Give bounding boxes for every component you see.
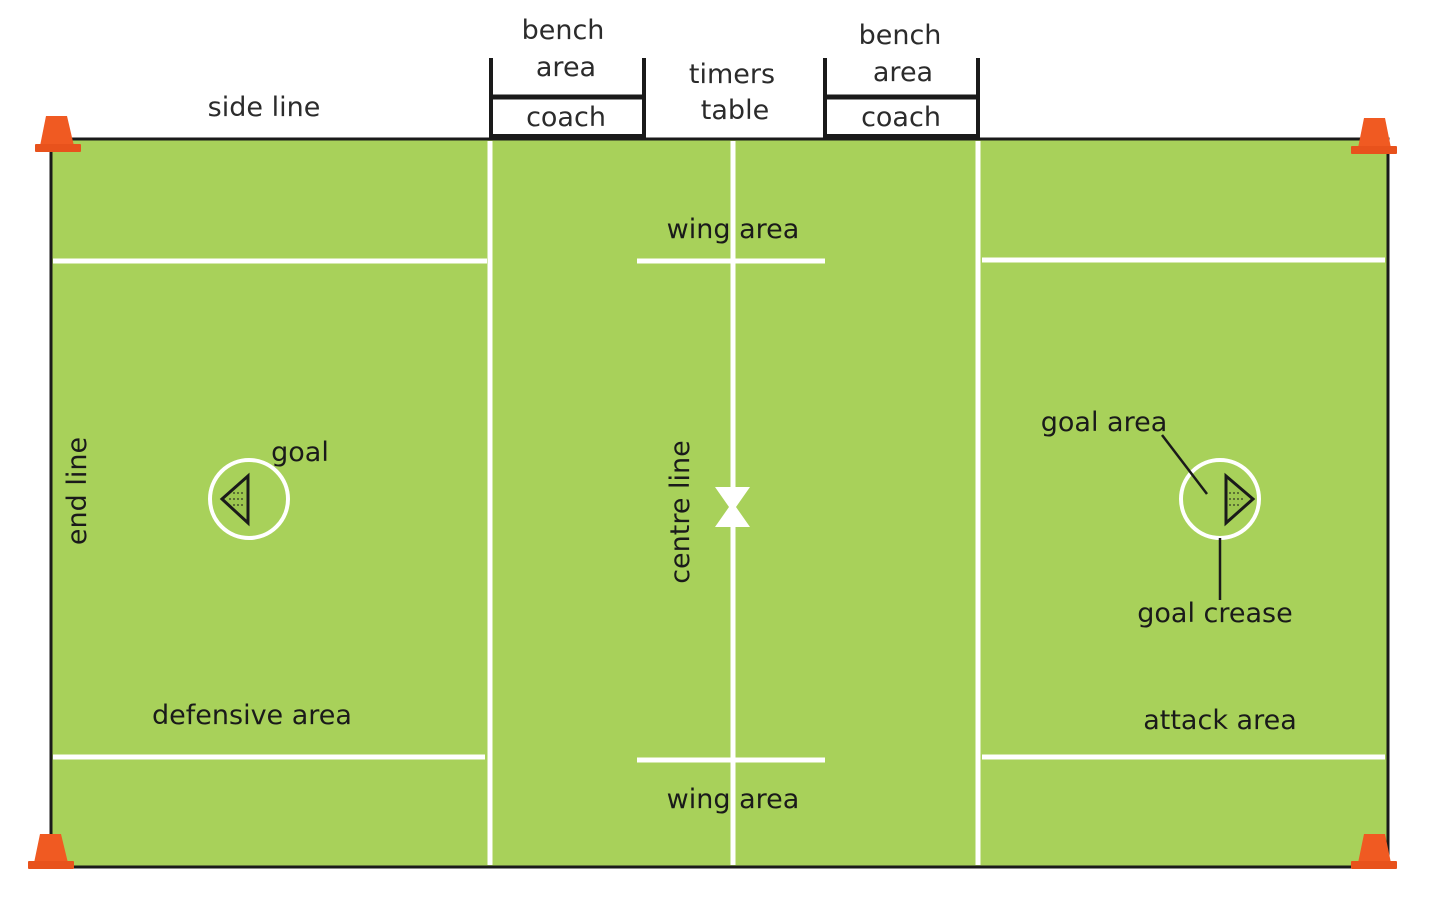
timers-table-label-1: timers: [689, 59, 775, 90]
bench-area-left: [489, 58, 646, 139]
bench-area-left-label-1: bench: [522, 15, 605, 46]
goal-area-label: goal area: [1041, 407, 1168, 438]
centre-line-label: centre line: [665, 440, 696, 584]
goal-left: [208, 458, 290, 540]
goal-triangle-icon: [219, 472, 250, 527]
cone-icon: [35, 116, 81, 152]
bench-area-right-label-2: area: [873, 57, 933, 88]
centre-mark-icon: [715, 487, 750, 527]
coach-left-label: coach: [526, 102, 606, 133]
cone-icon: [1351, 118, 1397, 154]
timers-table-label-2: table: [701, 95, 769, 126]
bench-area-left-label-2: area: [536, 52, 596, 83]
defensive-area-label: defensive area: [152, 700, 352, 731]
goal-crease-label: goal crease: [1137, 598, 1292, 629]
goal-triangle-icon: [1224, 472, 1256, 527]
side-line-label: side line: [208, 92, 321, 123]
goal-crease-left: [208, 458, 290, 540]
wing-area-bottom-label: wing area: [667, 784, 800, 815]
cone-icon: [1351, 834, 1397, 869]
goal-area-leader: [1161, 434, 1208, 495]
coach-right-label: coach: [861, 102, 941, 133]
goal-label: goal: [271, 437, 329, 468]
cone-icon: [28, 834, 74, 869]
end-line-label: end line: [62, 437, 93, 545]
wing-area-top-label: wing area: [667, 214, 800, 245]
bench-area-right-label-1: bench: [859, 20, 942, 51]
attack-area-label: attack area: [1143, 705, 1297, 736]
bench-area-right: [823, 58, 980, 139]
goal-right: [1161, 434, 1261, 600]
